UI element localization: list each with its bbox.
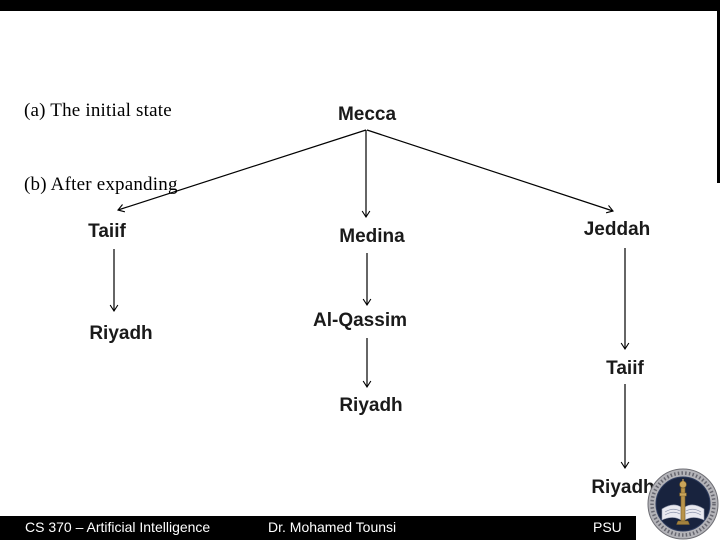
tree-node-taiif-left: Taiif <box>88 221 126 242</box>
footer-bar <box>0 516 636 540</box>
seal-open-book <box>661 504 705 521</box>
right-border-strip <box>717 0 720 183</box>
footer-institution-label: PSU <box>593 519 622 535</box>
edge-mecca-taiif <box>117 129 367 213</box>
tree-node-riyadh-mid: Riyadh <box>339 395 403 416</box>
tree-node-riyadh-right: Riyadh <box>591 477 655 498</box>
tree-node-riyadh-left: Riyadh <box>89 323 153 344</box>
tree-node-taiif-right: Taiif <box>606 358 644 379</box>
tree-node-mecca: Mecca <box>337 104 397 125</box>
top-border-bar <box>0 0 720 11</box>
tree-node-jeddah: Jeddah <box>583 219 651 240</box>
footer-instructor-label: Dr. Mohamed Tounsi <box>268 519 397 535</box>
edge-mecca-jeddah <box>366 129 614 214</box>
section-b-label: (b) After expanding <box>24 174 178 195</box>
seal-minaret <box>676 479 690 525</box>
footer-course-label: CS 370 – Artificial Intelligence <box>25 519 211 535</box>
psu-seal-logo <box>647 468 719 540</box>
tree-node-al-qassim: Al-Qassim <box>313 310 407 331</box>
tree-node-medina: Medina <box>339 226 405 247</box>
section-a-label: (a) The initial state <box>24 100 172 121</box>
seal-ring-text <box>650 471 716 537</box>
